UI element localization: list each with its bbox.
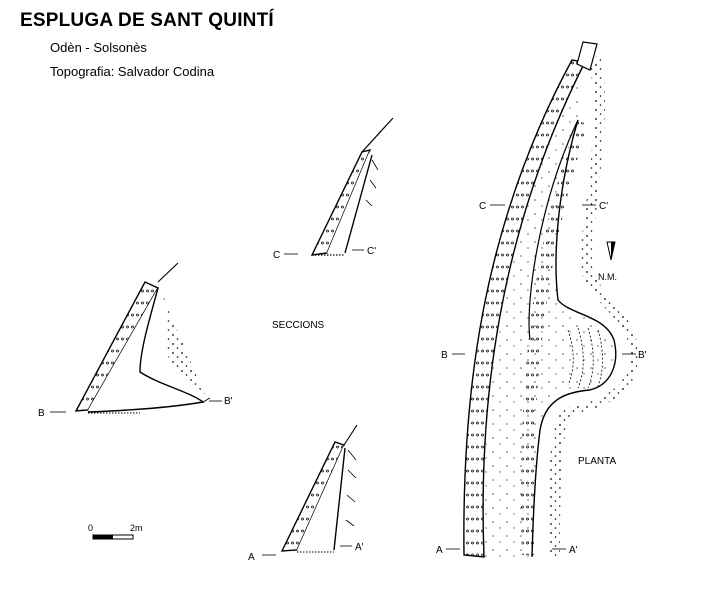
- scale-bar: 0 2m: [88, 523, 143, 540]
- plan-b-right-label: B': [638, 350, 647, 361]
- section-b-right-label: B': [224, 396, 233, 407]
- location-label: Odèn - Solsonès: [50, 40, 147, 55]
- section-c-left-label: C: [273, 250, 280, 261]
- plan-c-right-label: C': [599, 201, 608, 212]
- north-label: N.M.: [598, 272, 617, 282]
- survey-title: ESPLUGA DE SANT QUINTÍ: [20, 10, 274, 31]
- section-b-left-label: B: [38, 408, 45, 419]
- planta-label: PLANTA: [578, 456, 616, 467]
- section-a-left-label: A: [248, 552, 255, 563]
- plan-c-left-label: C: [479, 201, 486, 212]
- surveyor-credit: Topografia: Salvador Codina: [50, 64, 215, 79]
- scale-length-label: 2m: [130, 523, 143, 533]
- scale-zero-label: 0: [88, 523, 93, 533]
- plan-b-left-label: B: [441, 350, 448, 361]
- section-b: B B': [38, 262, 233, 419]
- section-c: C C': [273, 117, 394, 261]
- section-a-right-label: A': [355, 542, 364, 553]
- plan-a-left-label: A: [436, 545, 443, 556]
- north-arrow-icon: [606, 241, 616, 261]
- plan-a-right-label: A': [569, 545, 578, 556]
- cave-plan: C C' B B' A A': [436, 41, 647, 558]
- seccions-label: SECCIONS: [272, 320, 325, 331]
- section-c-right-label: C': [367, 246, 376, 257]
- section-a: A A': [248, 424, 364, 563]
